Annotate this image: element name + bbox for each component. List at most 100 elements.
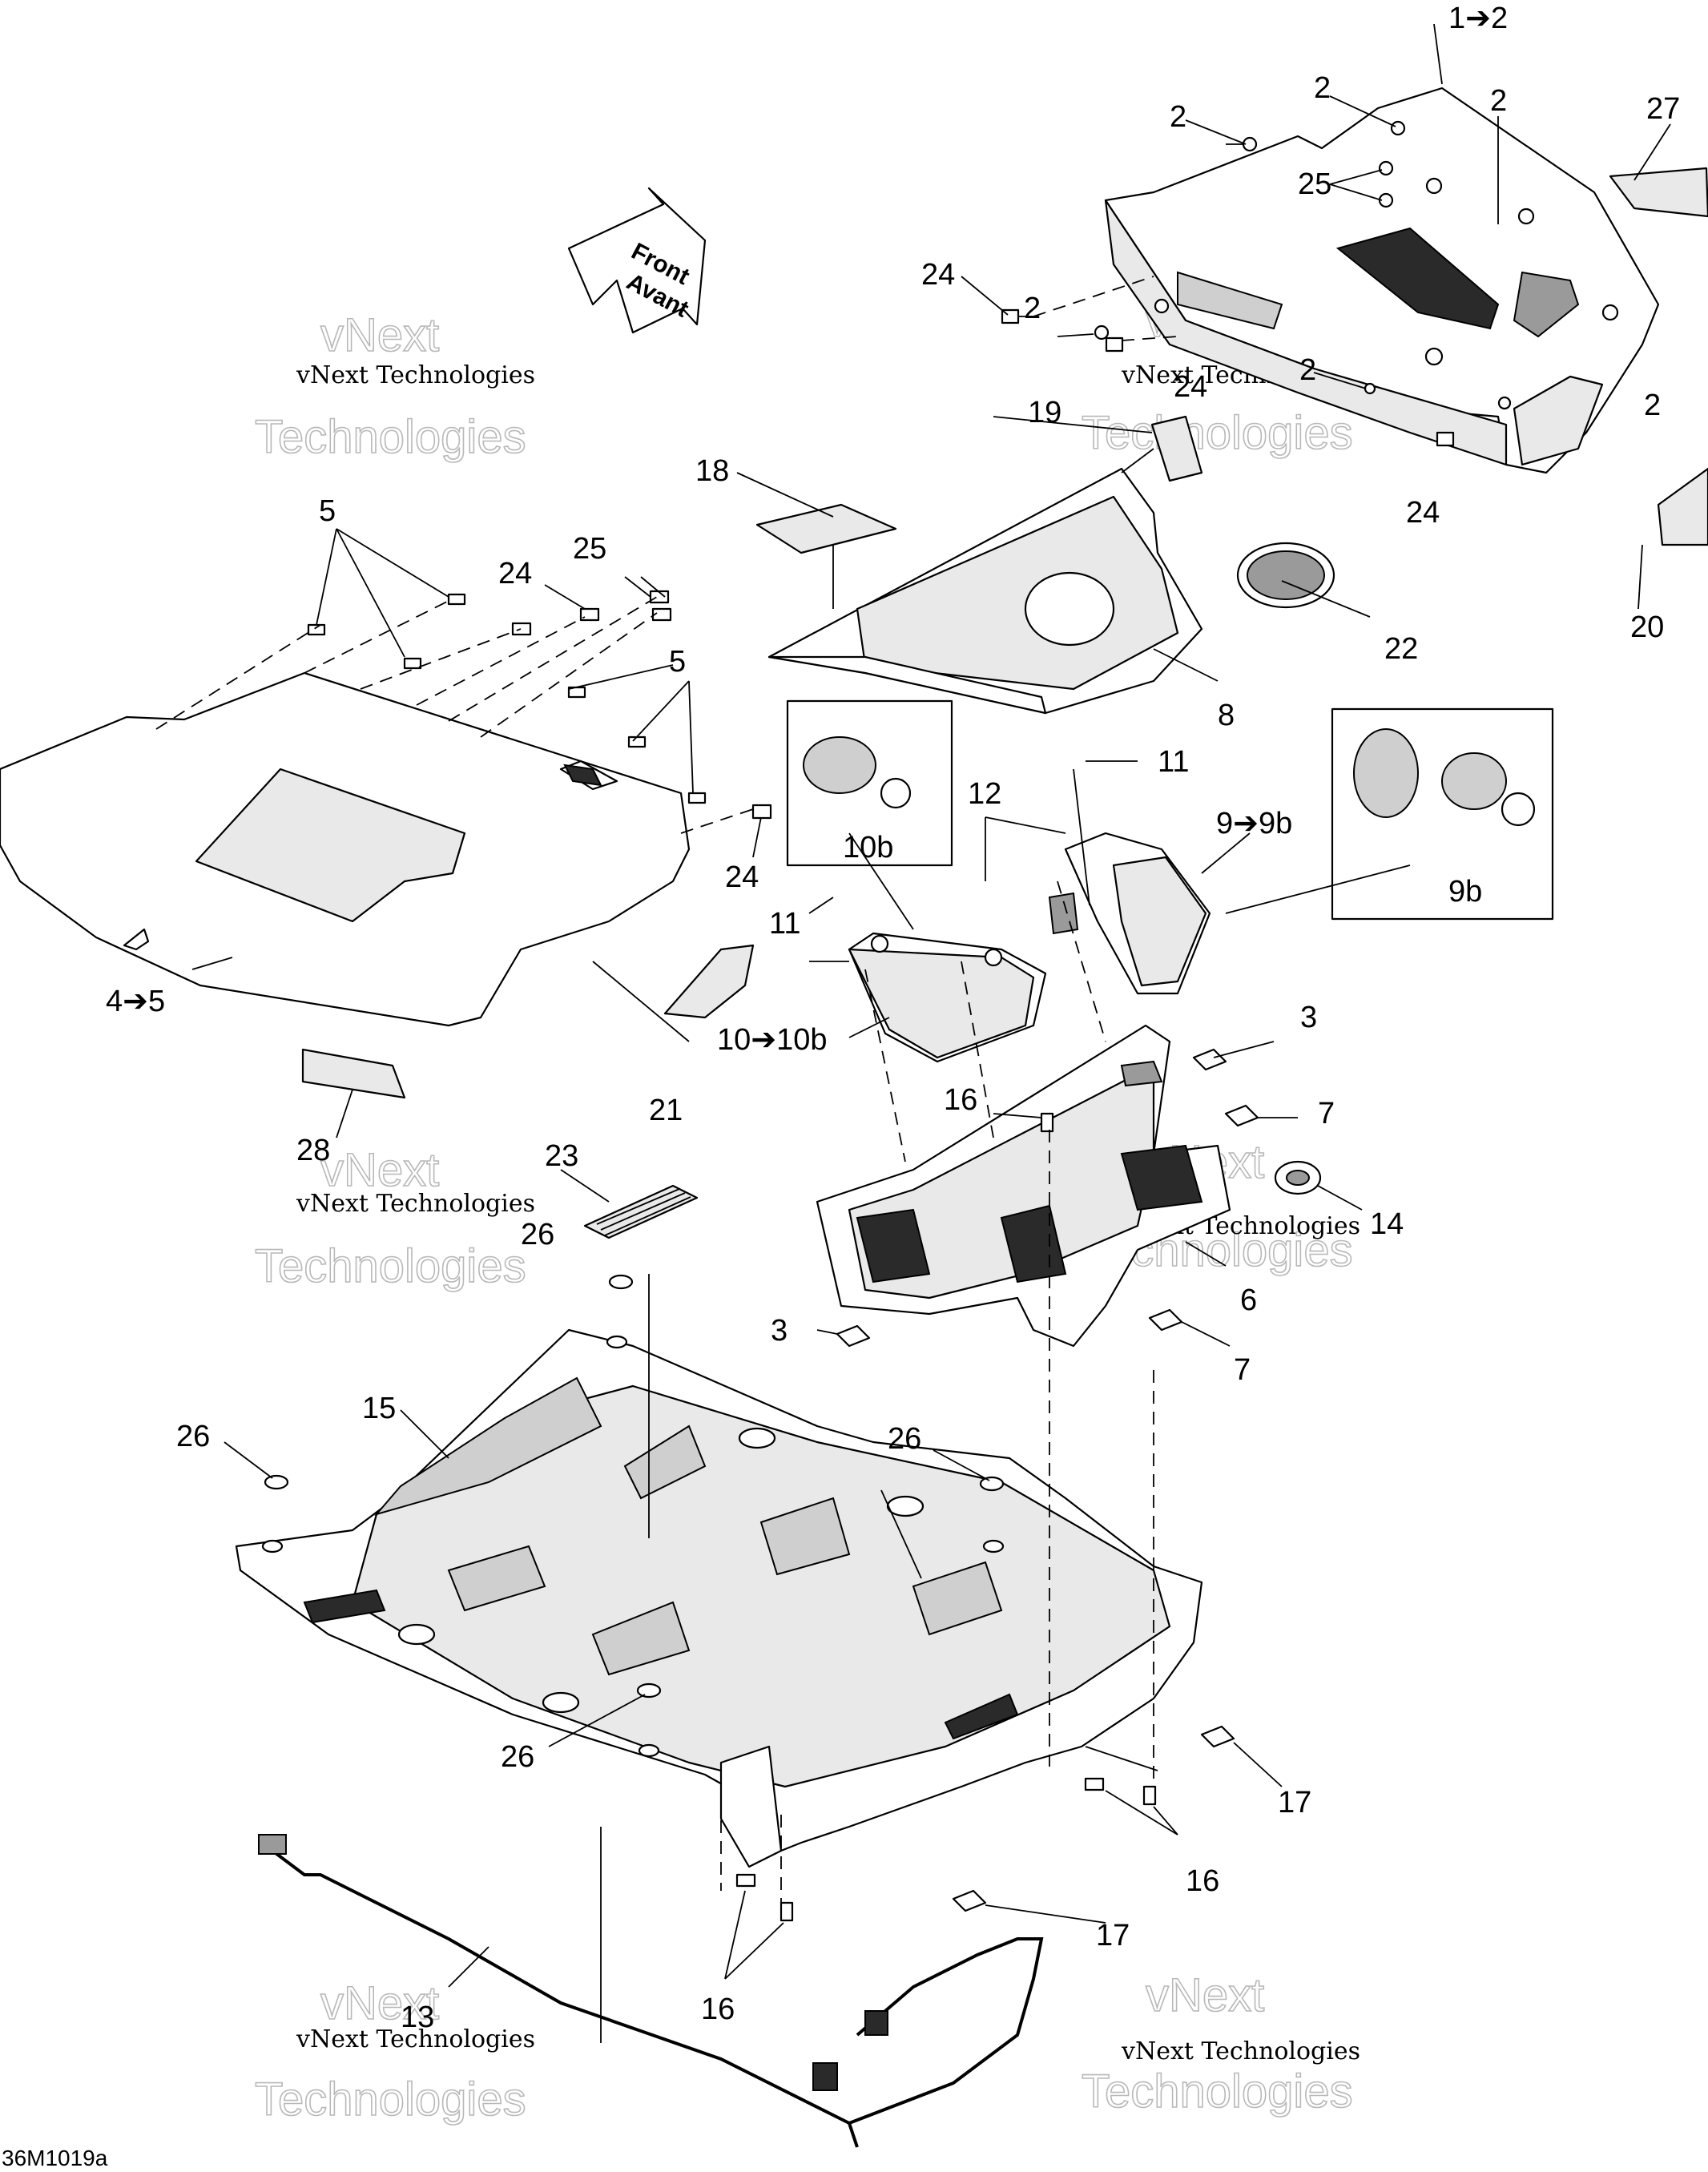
svg-text:vNext: vNext bbox=[320, 309, 439, 361]
emblem-part-22 bbox=[1236, 542, 1335, 609]
callout-18: 18 bbox=[695, 454, 729, 488]
callout-3: 3 bbox=[1300, 1001, 1317, 1034]
callout-2: 2 bbox=[1024, 292, 1041, 325]
callout-2: 2 bbox=[1490, 84, 1507, 118]
rivet-part-26-c bbox=[979, 1476, 1005, 1492]
clip-part-7-lower bbox=[1148, 1308, 1183, 1332]
rivet-part-26-d bbox=[636, 1682, 662, 1699]
svg-text:vNext Technologies: vNext Technologies bbox=[296, 1190, 535, 1218]
callout-14: 14 bbox=[1370, 1207, 1404, 1241]
rivet-part-26-a bbox=[608, 1274, 634, 1290]
callout-8: 8 bbox=[1218, 699, 1235, 732]
front-direction-arrow: Front Avant bbox=[567, 187, 707, 334]
top-panel-part-4 bbox=[0, 671, 691, 1027]
callout-23: 23 bbox=[545, 1139, 578, 1173]
reflector-part-19 bbox=[1150, 415, 1203, 482]
callout-13: 13 bbox=[401, 2001, 434, 2034]
callout-26: 26 bbox=[501, 1740, 534, 1774]
clip-part-7-upper bbox=[1224, 1104, 1259, 1127]
callout-26: 26 bbox=[176, 1420, 210, 1453]
callout-11: 11 bbox=[769, 907, 800, 941]
callout-15: 15 bbox=[362, 1392, 396, 1425]
callout-9b: 9b bbox=[1448, 875, 1482, 909]
screw-part-16-upper bbox=[1040, 1112, 1054, 1133]
callout-19: 19 bbox=[1028, 396, 1061, 429]
clip-part-3-upper bbox=[1192, 1048, 1227, 1071]
decal-part-18 bbox=[755, 503, 897, 554]
callout-16: 16 bbox=[944, 1083, 977, 1117]
reference-code: 36M1019a bbox=[2, 2146, 108, 2170]
svg-text:vNext: vNext bbox=[320, 1977, 439, 2029]
callout-20: 20 bbox=[1630, 610, 1664, 644]
callout-2: 2 bbox=[1170, 100, 1186, 134]
screw-part-16-bottom-b bbox=[779, 1901, 794, 1922]
svg-text:vNext: vNext bbox=[320, 1144, 439, 1196]
reflector-part-27 bbox=[1609, 167, 1708, 218]
watermark-top-left: vNext Technologies vNext Technologies bbox=[254, 308, 535, 464]
wiring-harness-part-13 bbox=[258, 1834, 1044, 2148]
leader-lines bbox=[191, 23, 1671, 2043]
clip-part-3-lower bbox=[836, 1324, 871, 1348]
callout-22: 22 bbox=[1384, 632, 1418, 666]
screw-part-16-right-b bbox=[1142, 1785, 1157, 1806]
callout-7: 7 bbox=[1318, 1097, 1335, 1130]
callout-25: 25 bbox=[1298, 167, 1331, 201]
rivet-part-26-b bbox=[264, 1474, 289, 1490]
light-housing-part-10 bbox=[848, 932, 1047, 1063]
callout-2: 2 bbox=[1644, 389, 1661, 422]
callout-9: 9➔9b bbox=[1216, 807, 1292, 840]
callout-24: 24 bbox=[725, 860, 759, 894]
callout-2: 2 bbox=[1299, 353, 1316, 387]
svg-text:vNext Technologies: vNext Technologies bbox=[1121, 2037, 1360, 2065]
callout-24: 24 bbox=[921, 258, 955, 292]
svg-text:Technologies: Technologies bbox=[255, 2073, 526, 2126]
callout-24: 24 bbox=[1174, 370, 1207, 404]
callout-1: 1➔2 bbox=[1448, 2, 1508, 35]
svg-text:vNext Technologies: vNext Technologies bbox=[296, 361, 535, 389]
inset-box-9b bbox=[1331, 707, 1554, 921]
clip-part-17-bottom bbox=[952, 1889, 987, 1912]
grommet-part-14 bbox=[1274, 1160, 1322, 1195]
reflector-part-20 bbox=[1657, 467, 1708, 546]
callout-17: 17 bbox=[1096, 1919, 1130, 1952]
callout-25: 25 bbox=[573, 532, 606, 566]
callout-5: 5 bbox=[669, 645, 686, 679]
callout-12: 12 bbox=[968, 777, 1001, 811]
console-base-part-6 bbox=[816, 1024, 1231, 1348]
screw-part-16-right-a bbox=[1084, 1777, 1105, 1791]
reflector-part-21 bbox=[663, 944, 755, 1019]
callout-26: 26 bbox=[888, 1422, 921, 1456]
callout-28: 28 bbox=[296, 1134, 330, 1167]
callout-21: 21 bbox=[649, 1094, 683, 1127]
svg-text:vNext: vNext bbox=[1146, 1969, 1264, 2021]
svg-text:vNext Technologies: vNext Technologies bbox=[296, 2025, 535, 2053]
callout-26: 26 bbox=[521, 1218, 554, 1251]
clip-part-17-right bbox=[1200, 1725, 1235, 1748]
callout-3: 3 bbox=[771, 1314, 788, 1348]
callout-6: 6 bbox=[1240, 1283, 1257, 1317]
callout-labels: 1➔2 2 2 2 2 2 2 27 25 24 24 24 19 18 20 … bbox=[106, 2, 1680, 2034]
callout-16: 16 bbox=[701, 1993, 735, 2026]
callout-27: 27 bbox=[1646, 92, 1680, 126]
light-housing-part-9 bbox=[1048, 832, 1211, 995]
svg-text:Technologies: Technologies bbox=[255, 1240, 526, 1292]
svg-text:Technologies: Technologies bbox=[255, 411, 526, 463]
belly-pan-part-15 bbox=[235, 1328, 1203, 1868]
callout-5: 5 bbox=[319, 494, 336, 528]
watermark-mid-left: vNext Technologies vNext Technologies bbox=[254, 1143, 535, 1293]
svg-text:Technologies: Technologies bbox=[1082, 2065, 1353, 2118]
rear-panel-part-1 bbox=[1104, 87, 1660, 474]
reflector-part-28 bbox=[301, 1048, 406, 1099]
inset-box-10b bbox=[786, 699, 953, 867]
svg-text:Technologies: Technologies bbox=[1082, 407, 1353, 459]
callout-10b: 10b bbox=[843, 831, 893, 864]
callout-10: 10➔10b bbox=[717, 1023, 828, 1057]
watermark-bottom-right: vNext Technologies vNext Technologies bbox=[1081, 1969, 1360, 2118]
vent-part-23 bbox=[583, 1184, 699, 1239]
callout-17: 17 bbox=[1278, 1786, 1311, 1819]
callout-2: 2 bbox=[1314, 71, 1331, 105]
callout-7: 7 bbox=[1234, 1353, 1251, 1387]
callout-11: 11 bbox=[1158, 745, 1189, 779]
callout-16: 16 bbox=[1186, 1864, 1219, 1898]
